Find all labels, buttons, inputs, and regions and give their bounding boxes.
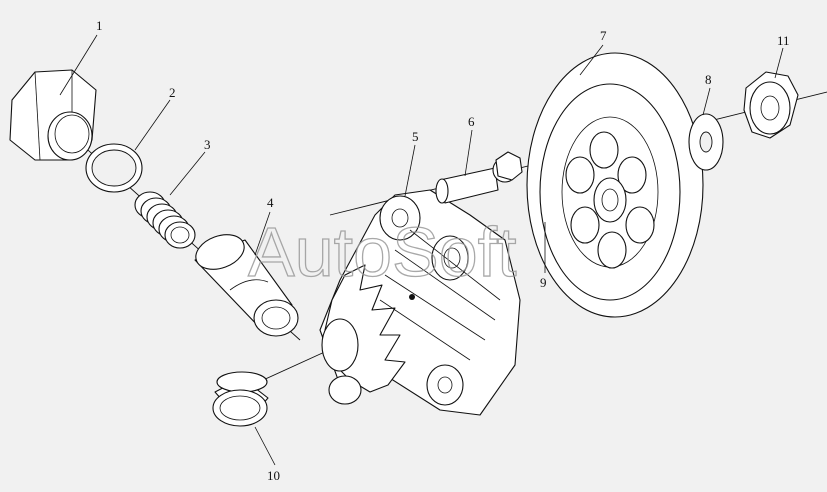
watermark-text: AutoSoft: [248, 213, 517, 291]
callout-2: 2: [169, 85, 176, 100]
part-10-bushing: [212, 371, 269, 427]
callout-10: 10: [267, 468, 280, 483]
callout-6: 6: [468, 114, 475, 129]
callout-5: 5: [412, 129, 419, 144]
callout-4: 4: [267, 195, 274, 210]
part-8-washer: [688, 113, 724, 171]
part-2-sealing-ring: [85, 143, 143, 193]
part-4-valve-plunger: [194, 234, 299, 337]
part-5-pump-housing: [319, 189, 521, 416]
callout-leaders: [59, 34, 784, 466]
callout-11: 11: [777, 33, 790, 48]
part-11-nut: [743, 71, 799, 139]
callout-7: 7: [600, 28, 607, 43]
part-1-hex-plug: [9, 69, 97, 161]
callout-3: 3: [204, 137, 211, 152]
part-6-shaft-bolt: [435, 151, 523, 204]
part-7-drive-gear: [526, 52, 704, 318]
callout-1: 1: [96, 18, 103, 33]
part-3-spring: [134, 191, 196, 249]
callout-labels: 1 2 3 4 5 6 7 8 9 10 11: [96, 18, 790, 483]
callout-8: 8: [705, 72, 712, 87]
callout-9: 9: [540, 275, 547, 290]
